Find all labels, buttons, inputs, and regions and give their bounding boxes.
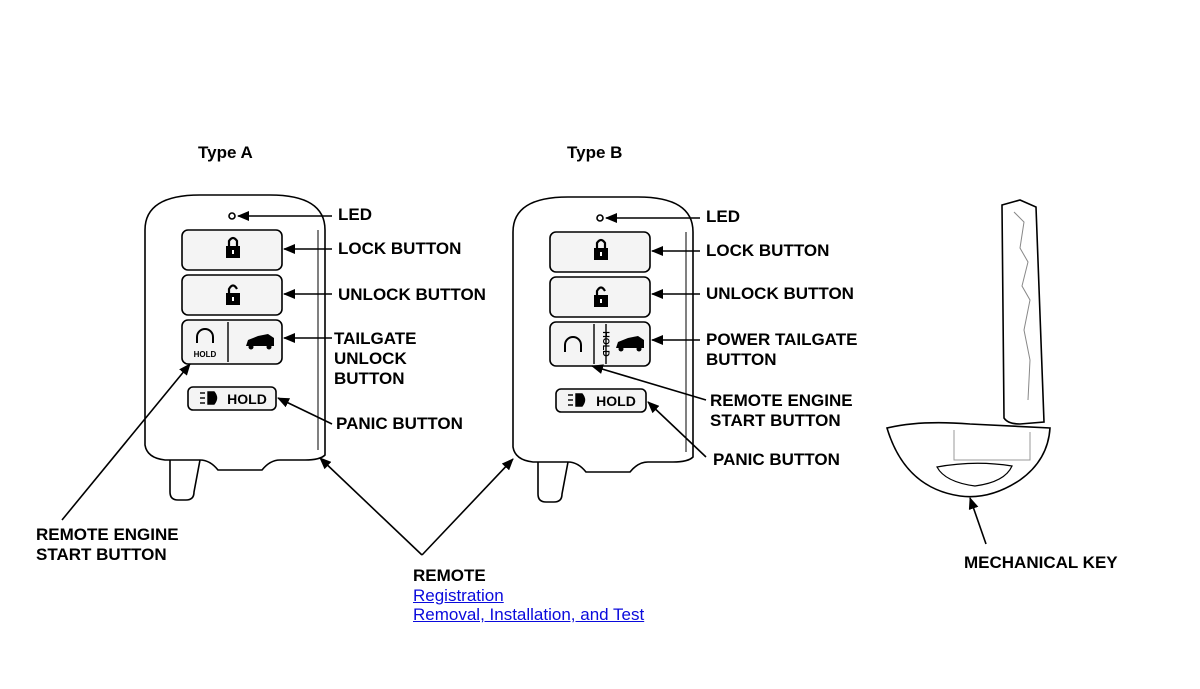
type-a-panic-label: PANIC BUTTON (336, 414, 463, 433)
tailgate-car-icon (616, 336, 644, 348)
leader-b-remote-start (591, 364, 707, 401)
leader-a-panic (277, 397, 333, 425)
leader-a-remote-start (61, 363, 191, 521)
hold-text: HOLD (194, 350, 217, 359)
remote-start-icon (196, 328, 214, 343)
lock-icon (594, 238, 608, 260)
type-b-panic-label: PANIC BUTTON (713, 450, 840, 469)
type-a-led-label: LED (338, 205, 372, 224)
leader-b-panic (647, 401, 707, 458)
panic-light-icon (568, 393, 586, 407)
leader-remote-b (421, 458, 514, 556)
led-indicator (596, 214, 604, 222)
type-a-remote-start-button[interactable]: HOLD (194, 328, 217, 359)
type-a-tailgate-label: TAILGATE UNLOCK BUTTON (334, 329, 417, 388)
panic-light-icon (200, 391, 218, 405)
type-a-lock-label: LOCK BUTTON (338, 239, 462, 258)
lock-icon (226, 236, 240, 258)
leader-remote-a (319, 457, 423, 556)
mechanical-key (885, 199, 1051, 498)
type-b-unlock-button[interactable] (549, 276, 651, 318)
type-b-unlock-label: UNLOCK BUTTON (706, 284, 854, 303)
mechanical-key-label: MECHANICAL KEY (964, 553, 1118, 572)
type-b-panic-button[interactable]: HOLD (555, 388, 647, 413)
leader-key (968, 497, 987, 545)
remote-label: REMOTE (413, 566, 486, 585)
type-b-lock-label: LOCK BUTTON (706, 241, 830, 260)
type-b-led-label: LED (706, 207, 740, 226)
hold-text: HOLD (227, 391, 267, 407)
type-a-tailgate-button[interactable] (246, 334, 274, 350)
type-b-tailgate-label: POWER TAILGATE BUTTON (706, 330, 858, 369)
type-a-title: Type A (198, 143, 253, 162)
type-a-unlock-button[interactable] (181, 274, 283, 316)
type-a-remote-start-label: REMOTE ENGINE START BUTTON (36, 525, 179, 564)
removal-installation-test-link[interactable]: Removal, Installation, and Test (413, 605, 645, 624)
unlock-icon (226, 284, 240, 305)
type-b-remote-start-label: REMOTE ENGINE START BUTTON (710, 391, 853, 430)
type-b-remote-start-button[interactable]: HOLD (564, 331, 611, 357)
hold-text: HOLD (596, 393, 636, 409)
type-a-panic-button[interactable]: HOLD (187, 386, 277, 411)
led-indicator (228, 212, 236, 220)
remote-start-icon (564, 336, 582, 352)
type-a-split-button[interactable] (181, 319, 283, 365)
registration-link[interactable]: Registration (413, 586, 504, 605)
type-b-lock-button[interactable] (549, 231, 651, 273)
type-b-title: Type B (567, 143, 623, 162)
hold-text-vertical: HOLD (601, 331, 611, 357)
tailgate-car-icon (246, 334, 274, 346)
type-a-lock-button[interactable] (181, 229, 283, 271)
type-a-unlock-label: UNLOCK BUTTON (338, 285, 486, 304)
type-b-tailgate-button[interactable] (616, 336, 644, 352)
unlock-icon (594, 286, 608, 307)
